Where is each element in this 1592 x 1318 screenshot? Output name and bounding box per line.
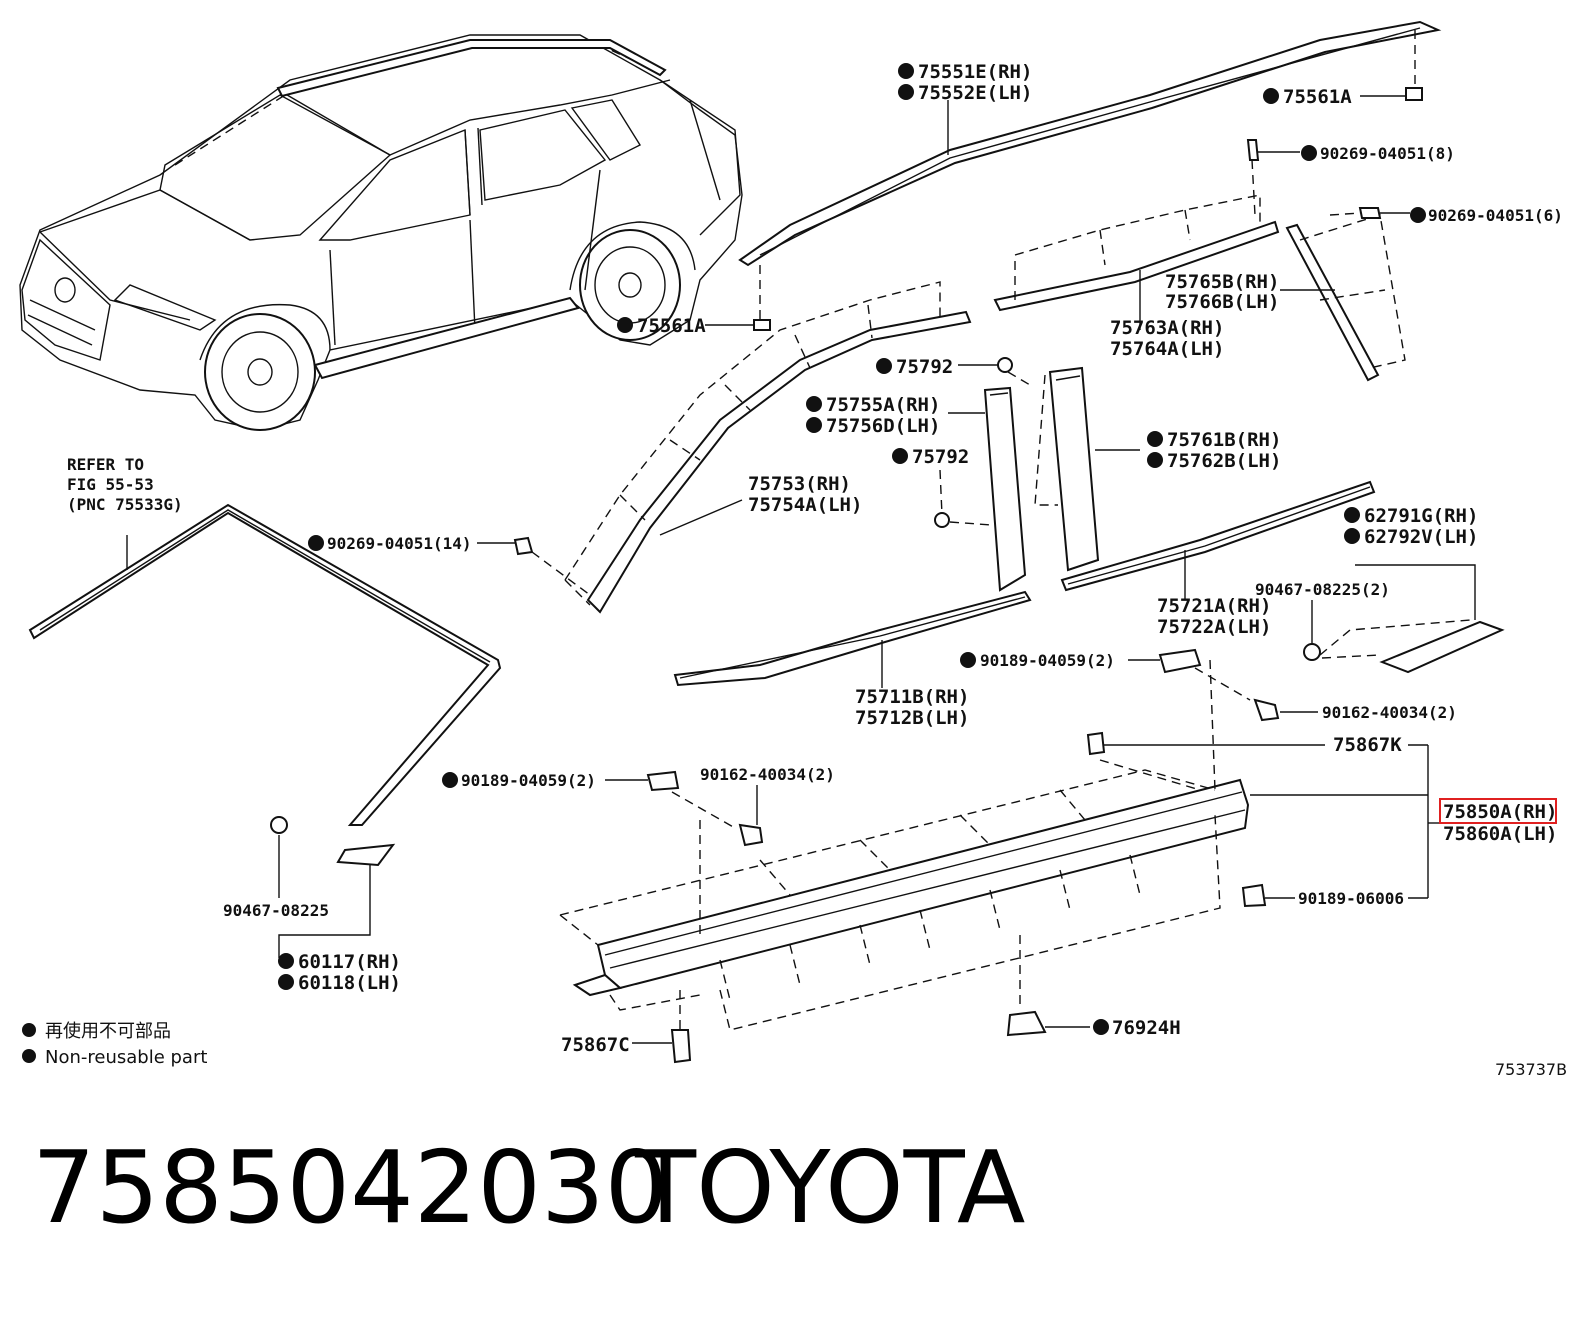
label-75754A: 75754A(LH) [748, 494, 862, 516]
refer-note-line-3: (PNC 75533G) [67, 495, 183, 514]
label-90189-2b: 90189-04059(2) [461, 771, 596, 790]
label-75867K: 75867K [1333, 734, 1402, 756]
label-90162-2b: 90162-40034(2) [700, 765, 835, 784]
label-90189-2a: 90189-04059(2) [980, 651, 1115, 670]
label-75860A: 75860A(LH) [1443, 823, 1557, 845]
label-75762B: 75762B(LH) [1167, 450, 1281, 472]
rocker-panel-part [559, 659, 1440, 1031]
label-90269-8: 90269-04051(8) [1320, 144, 1455, 163]
label-75753: 75753(RH) [748, 473, 851, 495]
label-90467-2: 90467-08225(2) [1255, 580, 1390, 599]
label-75722A: 75722A(LH) [1157, 616, 1271, 638]
door-lower-garnish-part [1303, 564, 1505, 674]
part-labels: 75551E(RH) 75552E(LH) 75561A 90269-04051… [223, 61, 1563, 1056]
label-90269-6: 90269-04051(6) [1428, 206, 1563, 225]
windshield-molding-part [28, 503, 502, 826]
label-75850A: 75850A(RH) [1443, 801, 1557, 823]
pillar-garnish-front [934, 357, 1031, 592]
label-75561A-top: 75561A [1283, 86, 1352, 108]
figure-code: 753737B [1495, 1060, 1567, 1079]
belt-molding-front [673, 590, 1032, 688]
belt-molding-rear [1060, 480, 1376, 600]
label-75764A: 75764A(LH) [1110, 338, 1224, 360]
label-75721A: 75721A(RH) [1157, 595, 1271, 617]
label-75867C: 75867C [561, 1034, 630, 1056]
label-75561A-mid: 75561A [637, 315, 706, 337]
label-90467: 90467-08225 [223, 901, 329, 920]
label-75552E: 75552E(LH) [918, 82, 1032, 104]
label-62792V: 62792V(LH) [1364, 526, 1478, 548]
refer-note-line-1: REFER TO [67, 455, 144, 474]
caption-part-number: 7585042030 [32, 1129, 668, 1246]
label-75712B: 75712B(LH) [855, 707, 969, 729]
label-75711B: 75711B(RH) [855, 686, 969, 708]
vehicle-illustration [19, 34, 743, 431]
label-76924H: 76924H [1112, 1017, 1181, 1039]
label-75766B: 75766B(LH) [1165, 291, 1279, 313]
label-75551E: 75551E(RH) [918, 61, 1032, 83]
legend: 再使用不可部品 Non-reusable part [22, 1021, 207, 1068]
label-62791G: 62791G(RH) [1364, 505, 1478, 527]
label-75755A: 75755A(RH) [826, 394, 940, 416]
rear-door-molding-part [993, 139, 1300, 330]
pillar-garnish-rear [1034, 366, 1140, 572]
label-75761B: 75761B(RH) [1167, 429, 1281, 451]
label-75792-b: 75792 [912, 446, 969, 468]
label-90269-14: 90269-04051(14) [327, 534, 472, 553]
label-60117: 60117(RH) [298, 951, 401, 973]
label-75763A: 75763A(RH) [1110, 317, 1224, 339]
label-75765B: 75765B(RH) [1165, 271, 1279, 293]
highlighted-part-box [1439, 798, 1557, 824]
roof-molding-part [705, 20, 1442, 331]
label-75792-a: 75792 [896, 356, 953, 378]
label-90162-2a: 90162-40034(2) [1322, 703, 1457, 722]
door-frame-molding-part [564, 281, 972, 614]
fastener-clips [270, 536, 1318, 1064]
label-75756D: 75756D(LH) [826, 415, 940, 437]
caption-brand: TOYOTA [634, 1129, 1025, 1246]
legend-non-reusable-en: Non-reusable part [45, 1047, 207, 1068]
label-90189-06006: 90189-06006 [1298, 889, 1404, 908]
label-60118: 60118(LH) [298, 972, 401, 994]
refer-note-line-2: FIG 55-53 [67, 475, 154, 494]
quarter-molding-part [1280, 207, 1410, 382]
legend-non-reusable-jp: 再使用不可部品 [45, 1021, 171, 1042]
